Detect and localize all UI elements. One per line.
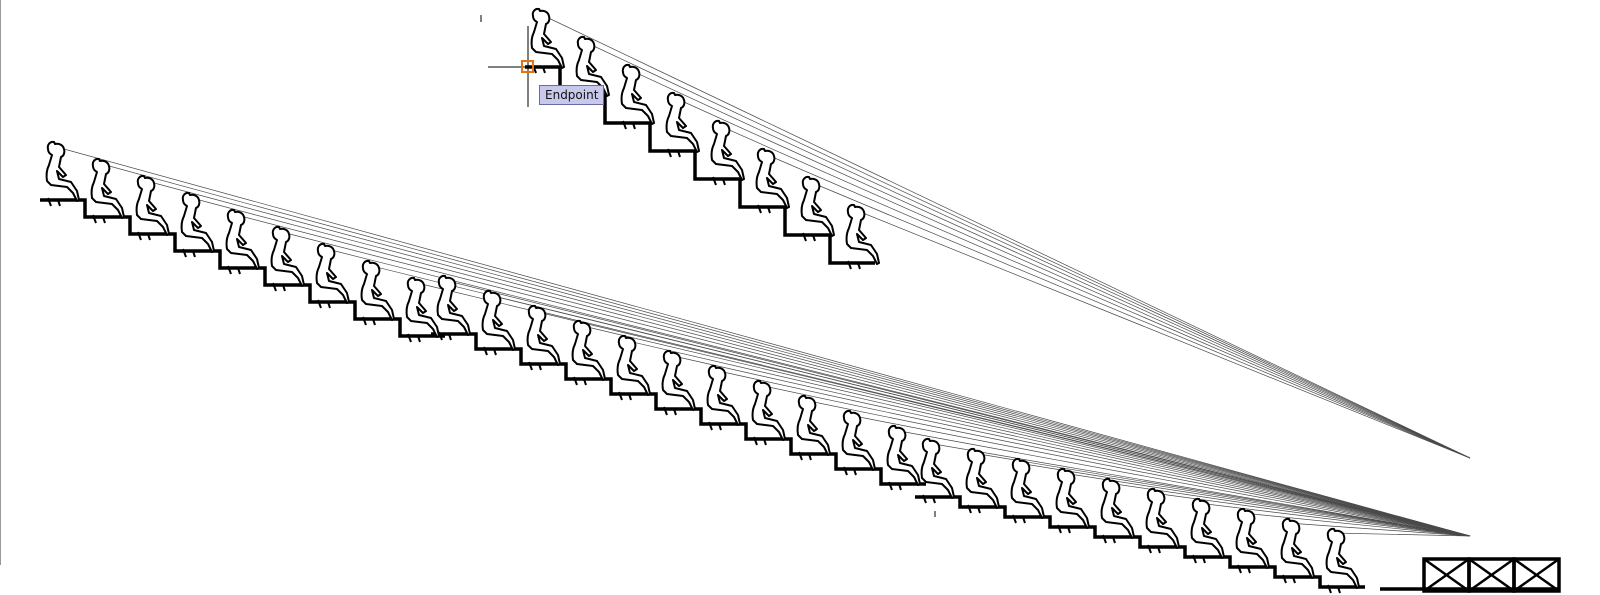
sightline <box>142 179 1471 537</box>
seated-person-icon <box>710 119 745 186</box>
sightline <box>1332 532 1471 537</box>
audience-figures <box>45 7 1360 594</box>
seated-person-icon <box>1280 517 1315 584</box>
sightline <box>803 399 1471 537</box>
seated-person-icon <box>135 174 170 241</box>
seated-person-icon <box>845 203 880 270</box>
seated-person-icon <box>706 364 741 431</box>
seated-person-icon <box>661 349 696 416</box>
sightline <box>848 414 1471 537</box>
sightline <box>277 230 1471 537</box>
sightline <box>972 452 1471 537</box>
seated-person-icon <box>616 334 651 401</box>
seated-person-icon <box>755 147 790 214</box>
crosshair-cursor-icon <box>488 26 560 107</box>
seated-person-icon <box>530 7 565 74</box>
endpoint-snap-marker-icon <box>521 60 534 73</box>
seated-person-icon <box>526 304 561 371</box>
seated-person-icon <box>1055 467 1090 534</box>
sightline <box>1062 472 1471 537</box>
sightline <box>1152 492 1471 537</box>
sightline <box>582 40 1471 459</box>
seated-person-icon <box>180 191 215 258</box>
sightline <box>1242 512 1471 537</box>
seated-person-icon <box>1325 527 1360 594</box>
sightline <box>488 294 1471 537</box>
viewport-left-border <box>0 0 1 565</box>
seated-person-icon <box>1190 497 1225 564</box>
step-profile <box>431 332 926 486</box>
sightline <box>713 369 1471 537</box>
sightline <box>1287 522 1471 537</box>
sightline <box>893 429 1471 537</box>
sightlines-group <box>52 12 1471 537</box>
seated-person-icon <box>481 289 516 356</box>
sightline <box>627 68 1471 459</box>
seated-person-icon <box>965 447 1000 514</box>
sightline <box>187 196 1471 537</box>
seated-person-icon <box>1145 487 1180 554</box>
sightline <box>668 354 1471 537</box>
sightline <box>717 124 1471 459</box>
sightline <box>443 279 1471 537</box>
sightline <box>232 213 1471 537</box>
seated-person-icon <box>270 225 305 292</box>
seated-person-icon <box>315 242 350 309</box>
seated-person-icon <box>800 175 835 242</box>
seated-person-icon <box>90 157 125 224</box>
seated-person-icon <box>225 208 260 275</box>
seated-person-icon <box>886 424 921 491</box>
sightline <box>97 162 1471 537</box>
sightline <box>1107 482 1471 537</box>
seated-person-icon <box>796 394 831 461</box>
sightline <box>533 309 1471 537</box>
seated-person-icon <box>1100 477 1135 544</box>
seated-person-icon <box>436 274 471 341</box>
sightline <box>758 384 1471 537</box>
step-profile <box>915 495 1365 589</box>
stage-crates <box>1422 557 1561 593</box>
sightline <box>762 152 1471 459</box>
sightline <box>623 339 1471 537</box>
seated-person-icon <box>620 63 655 130</box>
seated-person-icon <box>45 140 80 207</box>
sightline <box>672 96 1471 459</box>
sightline <box>1017 462 1471 537</box>
sightline <box>52 145 1471 537</box>
sightline <box>537 12 1471 459</box>
seated-person-icon <box>1235 507 1270 574</box>
seated-person-icon <box>571 319 606 386</box>
sightline <box>807 180 1471 459</box>
seated-person-icon <box>665 91 700 158</box>
seated-person-icon <box>841 409 876 476</box>
sightline <box>852 208 1471 459</box>
seated-person-icon <box>1010 457 1045 524</box>
stage-crate-icon <box>1422 557 1471 593</box>
stage-crate-icon <box>1467 557 1516 593</box>
sightline <box>578 324 1471 537</box>
osnap-tooltip: Endpoint <box>539 85 605 105</box>
seated-person-icon <box>751 379 786 446</box>
seated-person-icon <box>360 259 395 326</box>
seated-person-icon <box>920 437 955 504</box>
stage-crate-icon <box>1512 557 1561 593</box>
seated-person-icon <box>405 276 440 343</box>
